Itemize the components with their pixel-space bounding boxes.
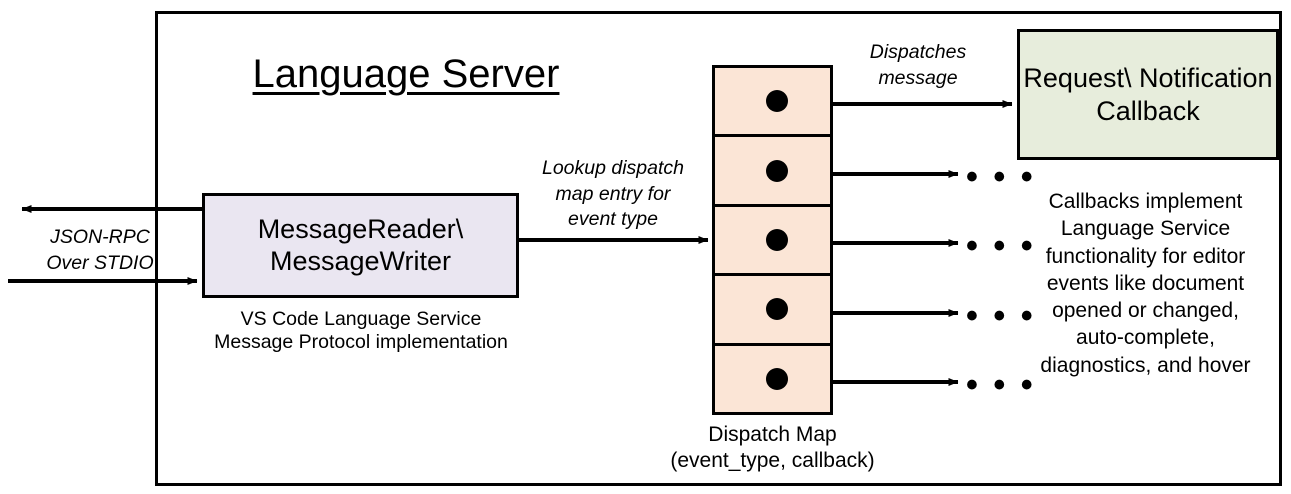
dispatch-entry-dot-icon bbox=[766, 298, 788, 321]
table-row[interactable] bbox=[712, 134, 833, 207]
dispatch-entry-dot-icon bbox=[766, 159, 788, 182]
ellipsis-row-2: • • • bbox=[966, 158, 1036, 196]
dispatch-entry-dot-icon bbox=[766, 367, 788, 390]
language-server-boundary bbox=[155, 11, 1282, 486]
dispatch-map-table[interactable] bbox=[712, 65, 833, 416]
dispatch-entry-dot-icon bbox=[766, 90, 788, 113]
message-reader-writer-box[interactable]: MessageReader\ MessageWriter bbox=[202, 193, 519, 298]
table-row[interactable] bbox=[712, 273, 833, 346]
message-reader-writer-caption: VS Code Language Service Message Protoco… bbox=[214, 308, 508, 353]
dispatch-map-caption: Dispatch Map (event_type, callback) bbox=[670, 423, 875, 473]
table-row[interactable] bbox=[712, 65, 833, 138]
ellipsis-row-5: • • • bbox=[966, 366, 1036, 404]
request-notification-callback-box[interactable]: Request\ Notification Callback bbox=[1017, 29, 1279, 160]
ellipsis-row-4: • • • bbox=[966, 297, 1036, 335]
lookup-dispatch-label: Lookup dispatch map entry for event type bbox=[541, 157, 685, 231]
page-title: Language Server bbox=[252, 52, 560, 96]
callback-caption: Callbacks implement Language Service fun… bbox=[1040, 190, 1251, 377]
dispatch-entry-dot-icon bbox=[766, 229, 788, 252]
ellipsis-row-3: • • • bbox=[966, 227, 1036, 265]
table-row[interactable] bbox=[712, 203, 833, 277]
protocol-label: JSON-RPC Over STDIO bbox=[46, 226, 154, 275]
dispatches-message-label: Dispatches message bbox=[869, 41, 967, 89]
table-row[interactable] bbox=[712, 342, 833, 416]
